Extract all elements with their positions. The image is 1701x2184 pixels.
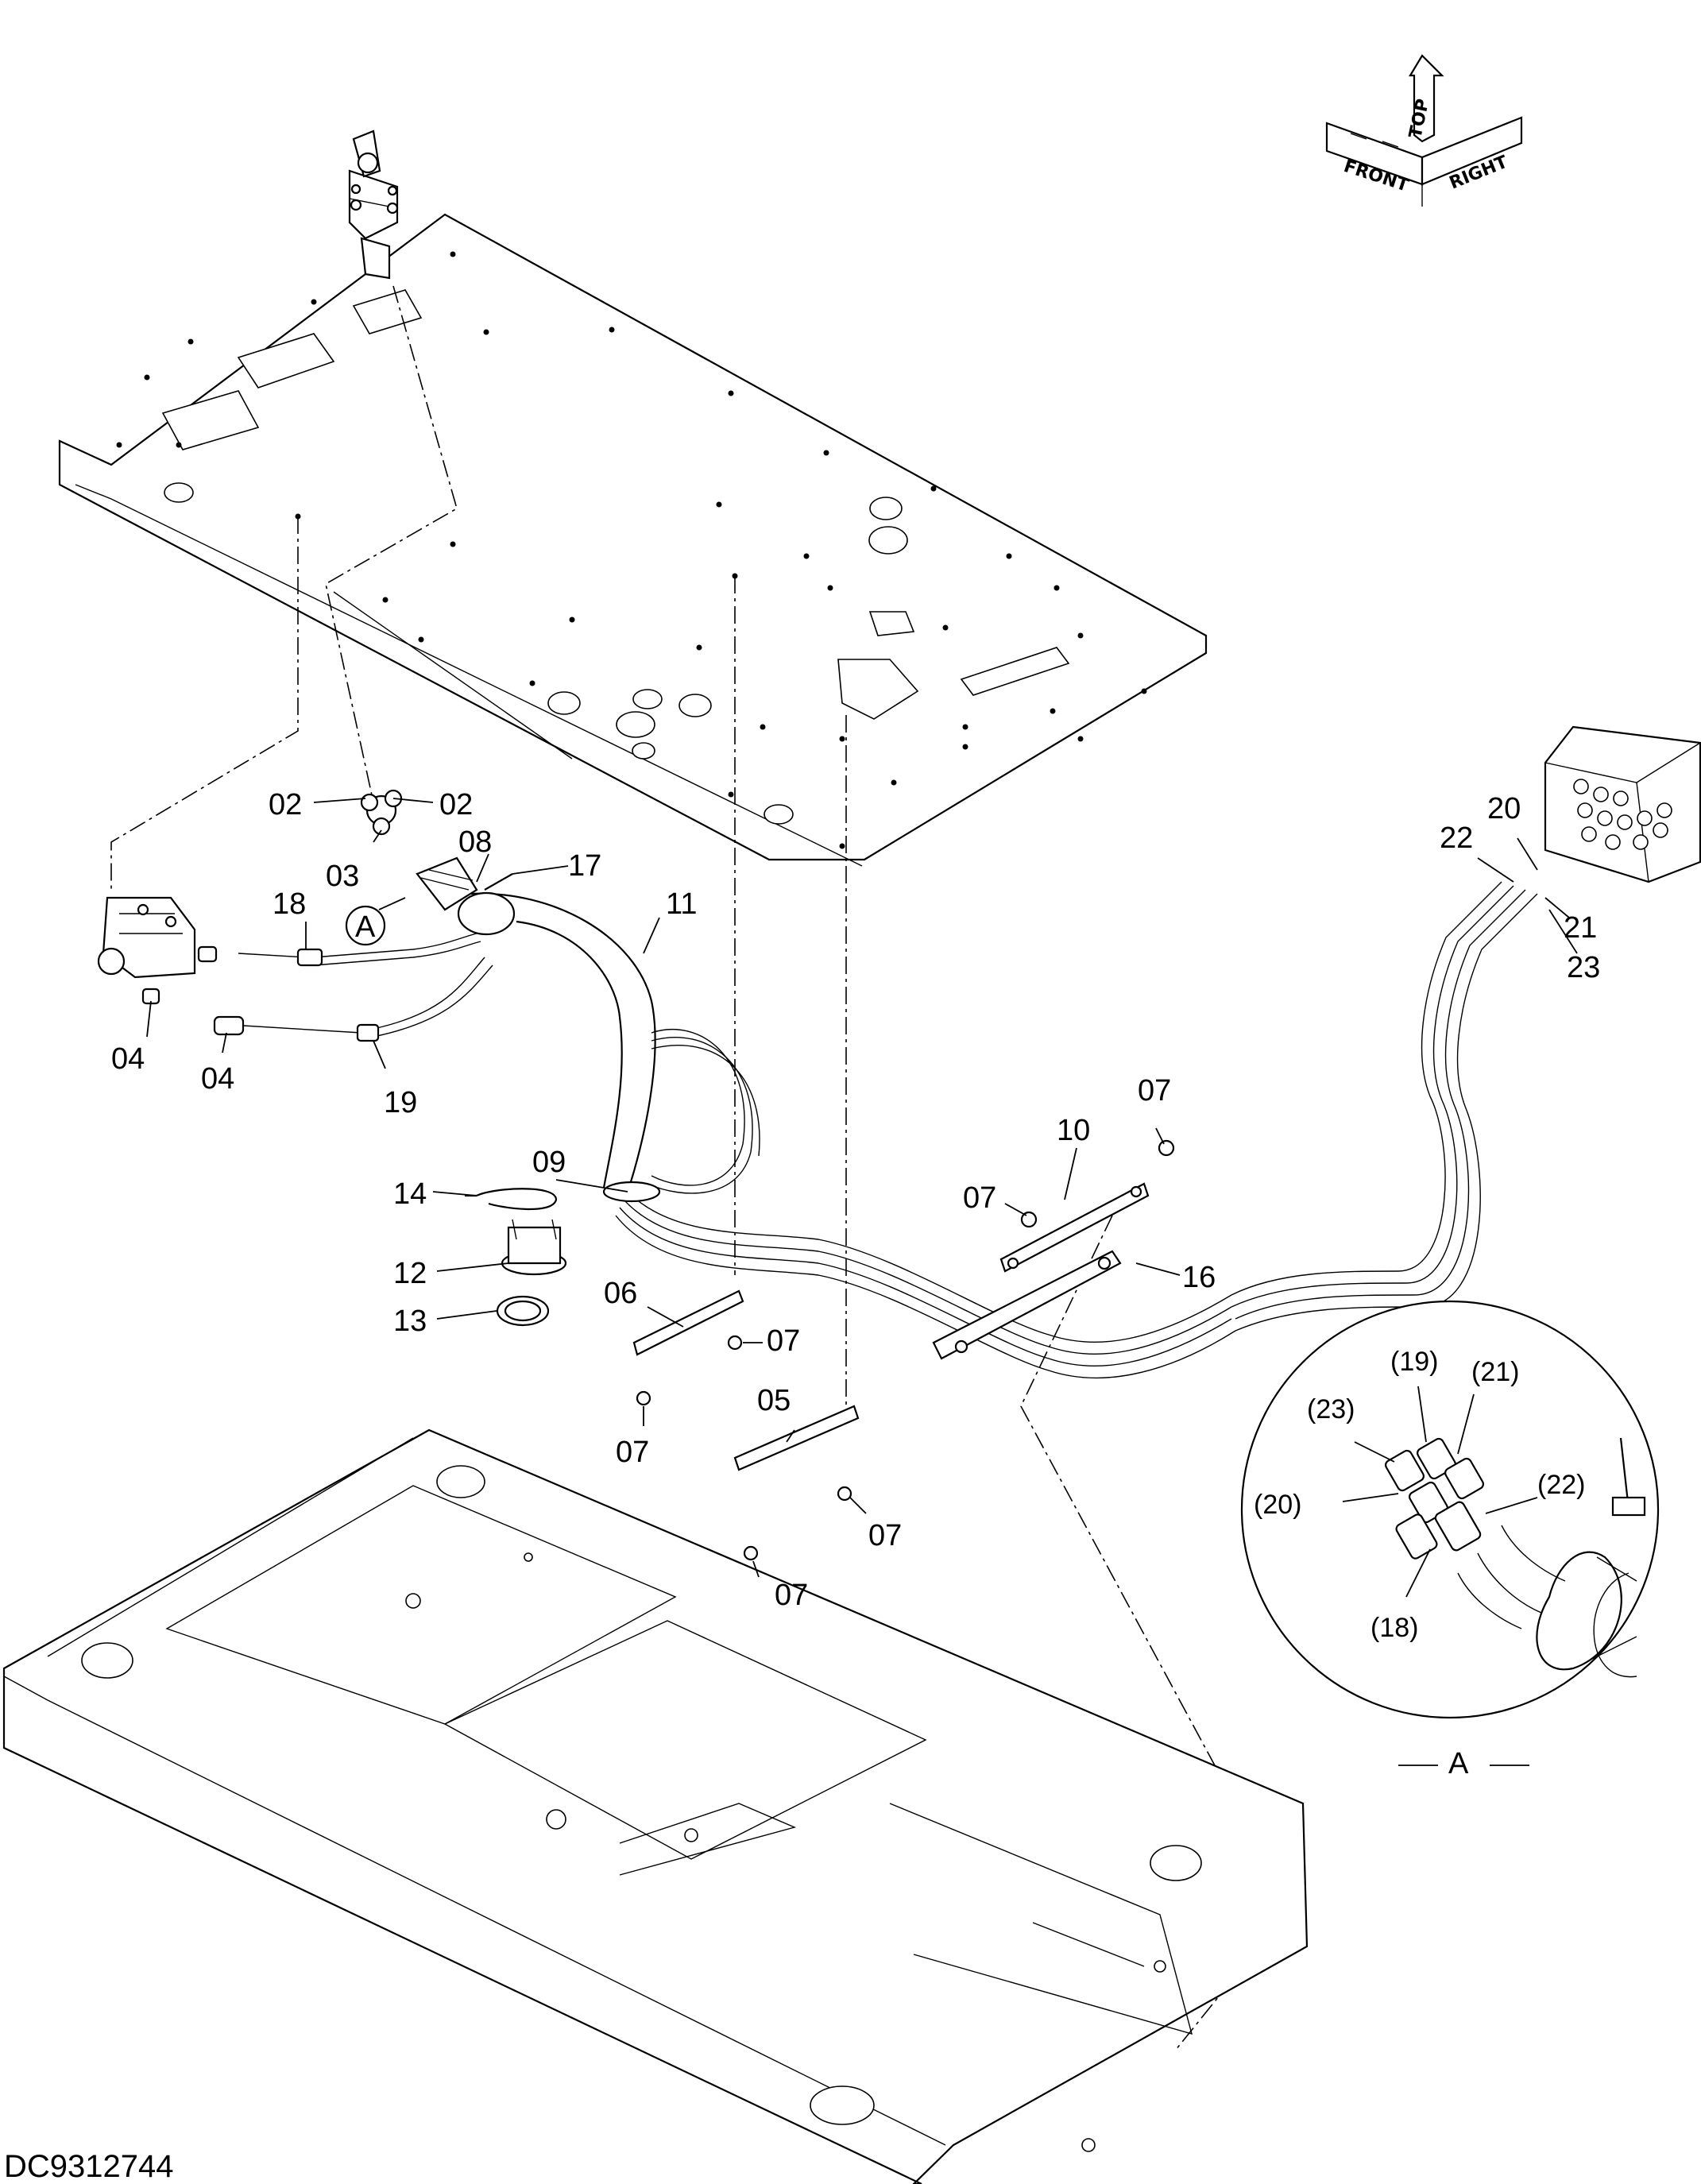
solenoid-valve-icon	[97, 896, 196, 1005]
upper-frame	[2, 1428, 1309, 2184]
part-label-17: 17	[568, 849, 601, 883]
part-label-16: 16	[1182, 1261, 1216, 1294]
part-label-10: 10	[1057, 1114, 1090, 1147]
callout-a-label: A	[355, 910, 376, 944]
part-label-05: 05	[757, 1384, 791, 1417]
part-label-14: 14	[393, 1177, 427, 1211]
pilot-valve-icon	[348, 129, 399, 280]
part-label-18: 18	[273, 887, 306, 921]
detail-labels: (23) (19) (21) (20) (22) (18) A	[1254, 1347, 1585, 1780]
document-id: DC9312744	[4, 2149, 174, 2184]
part-label-11: 11	[666, 887, 697, 921]
hose-connector	[360, 789, 516, 936]
part-label-07b: 07	[616, 1436, 649, 1469]
callout-a: A	[345, 905, 386, 946]
hose-clamp-09	[602, 1181, 661, 1203]
detail-label-19: (19)	[1390, 1347, 1438, 1377]
part-label-07e: 07	[963, 1181, 996, 1215]
part-label-22: 22	[1440, 821, 1473, 855]
part-label-04b: 04	[201, 1062, 234, 1096]
part-label-09: 09	[532, 1146, 566, 1179]
part-label-21: 21	[1564, 911, 1597, 945]
part-label-19: 19	[384, 1086, 417, 1119]
hose-bundle	[197, 881, 1538, 1379]
detail-label-22: (22)	[1537, 1470, 1585, 1500]
part-label-07f: 07	[1138, 1074, 1171, 1107]
part-labels: 02 02 03 08 17 18 11 04 04 19 09 14 12 1…	[111, 788, 1600, 1612]
part-label-02a: 02	[269, 788, 302, 821]
brackets	[632, 1139, 1175, 1561]
part-label-07c: 07	[868, 1519, 902, 1552]
detail-label-21: (21)	[1471, 1357, 1519, 1387]
part-label-07a: 07	[767, 1324, 800, 1358]
orientation-arrow-icon: FRONT TOP RIGHT	[1325, 54, 1523, 207]
assembly-leaders	[110, 285, 1292, 2051]
grommet-parts	[465, 1188, 567, 1327]
floor-plate	[58, 129, 1208, 867]
part-label-06: 06	[604, 1277, 637, 1310]
part-label-23: 23	[1567, 951, 1600, 984]
control-valve-block-icon	[1544, 725, 1701, 883]
label-leaders	[146, 798, 1578, 1578]
part-label-20: 20	[1487, 792, 1521, 825]
detail-label-18: (18)	[1370, 1613, 1418, 1643]
part-label-04a: 04	[111, 1042, 145, 1076]
part-label-03: 03	[326, 860, 359, 893]
part-label-13: 13	[393, 1305, 427, 1338]
part-label-12: 12	[393, 1257, 427, 1290]
part-label-08: 08	[458, 825, 492, 859]
part-label-02b: 02	[439, 788, 473, 821]
detail-caption-a: A	[1448, 1747, 1469, 1780]
part-label-07d: 07	[775, 1579, 808, 1612]
detail-label-20: (20)	[1254, 1490, 1301, 1520]
detail-view-a	[1240, 1300, 1660, 1719]
detail-label-23: (23)	[1307, 1394, 1355, 1424]
